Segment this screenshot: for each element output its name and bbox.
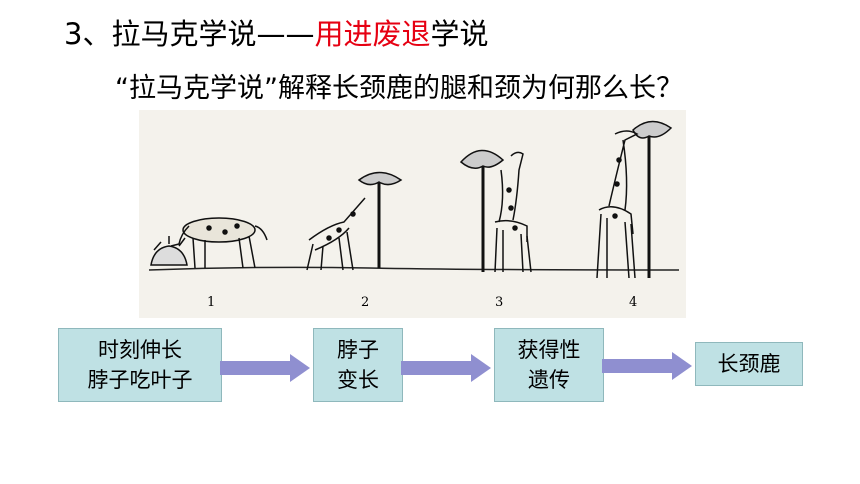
flow-box-3-line-2: 遗传 <box>528 368 570 392</box>
flow-box-stretch-neck: 时刻伸长 脖子吃叶子 <box>58 328 222 402</box>
slide-title: 3、拉马克学说——用进废退学说 <box>64 14 488 54</box>
flow-arrow-2 <box>401 354 491 382</box>
giraffe-evolution-figure: 1 2 3 4 <box>139 110 686 318</box>
giraffe-stage-2 <box>306 171 403 271</box>
giraffe-stage-4 <box>596 120 673 279</box>
flow-box-4-label: 长颈鹿 <box>717 352 781 376</box>
figure-label-2: 2 <box>361 295 369 310</box>
figure-label-3: 3 <box>495 295 503 310</box>
flow-box-1-line-2: 脖子吃叶子 <box>87 368 193 392</box>
giraffe-illustration: 1 2 3 4 <box>148 120 680 310</box>
giraffe-stage-3 <box>459 149 532 273</box>
flow-arrow-3 <box>602 352 692 380</box>
flow-box-1-line-1: 时刻伸长 <box>98 338 182 362</box>
flow-box-2-line-1: 脖子 <box>337 338 379 362</box>
title-suffix: 学说 <box>430 17 489 51</box>
figure-label-1: 1 <box>207 295 215 310</box>
title-highlight: 用进废退 <box>314 17 431 51</box>
giraffe-stage-1 <box>150 217 268 269</box>
flow-box-giraffe: 长颈鹿 <box>695 342 803 386</box>
flow-arrow-1 <box>220 354 310 382</box>
flow-box-acquired-inheritance: 获得性 遗传 <box>494 328 604 402</box>
flow-box-2-line-2: 变长 <box>337 368 379 392</box>
flow-box-3-line-1: 获得性 <box>517 338 581 362</box>
question-text: “拉马克学说”解释长颈鹿的腿和颈为何那么长？ <box>115 73 683 104</box>
figure-label-4: 4 <box>629 295 637 310</box>
flow-box-neck-longer: 脖子 变长 <box>313 328 403 402</box>
title-prefix: 3、拉马克学说—— <box>64 17 315 51</box>
